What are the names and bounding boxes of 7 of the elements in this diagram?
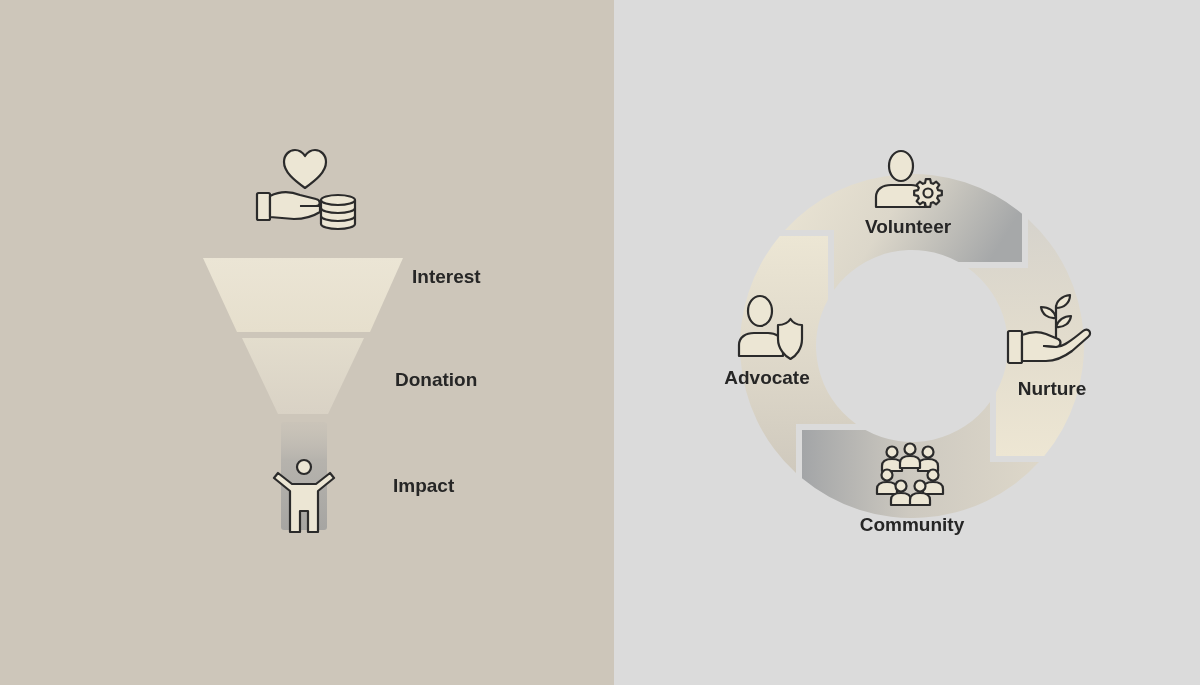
stage-label: Community: [859, 514, 965, 536]
stage-label: Advocate: [724, 367, 810, 389]
stage-label: Impact: [393, 475, 455, 497]
stage-label: Donation: [395, 369, 478, 391]
stage-label: Volunteer: [864, 216, 952, 238]
stage-label: Nurture: [1017, 378, 1087, 400]
stage-label: Interest: [412, 266, 481, 288]
